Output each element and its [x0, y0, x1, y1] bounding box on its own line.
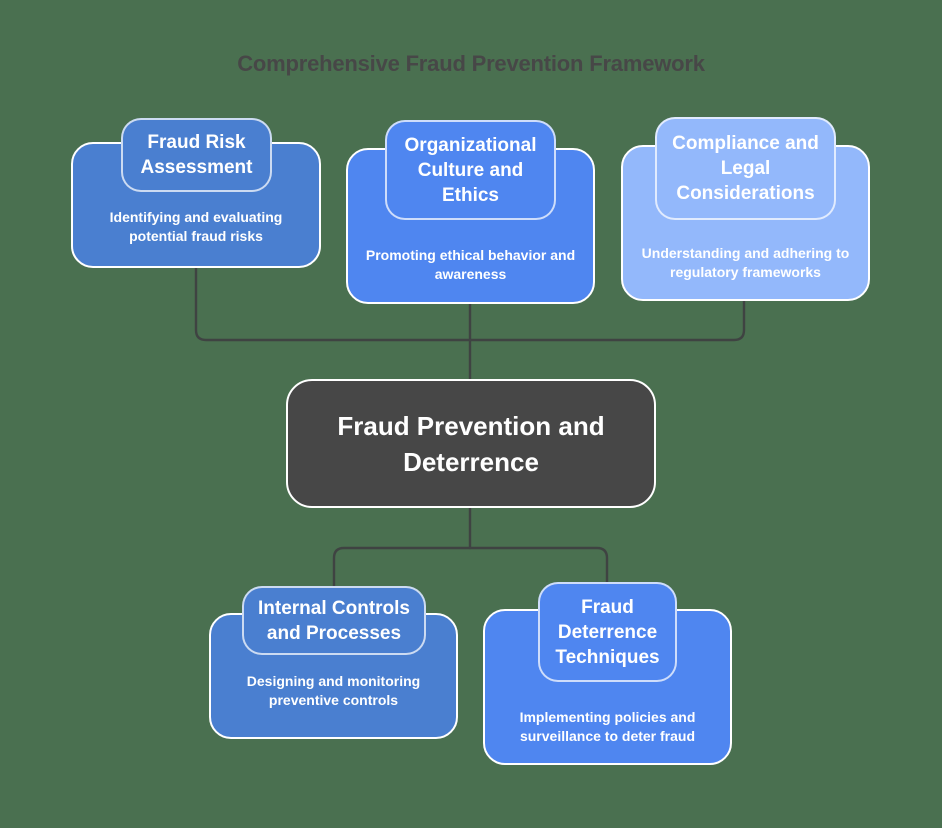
node-description-fraud-risk-assessment: Identifying and evaluating potential fra…	[109, 209, 283, 244]
node-description-internal-controls-and-processes: Designing and monitoring preventive cont…	[246, 673, 421, 708]
center-node-fraud-prevention-and-deterrence[interactable]: Fraud Prevention and Deterrence	[286, 379, 656, 508]
node-header-compliance-and-legal-considerations[interactable]: Compliance and Legal Considerations	[655, 117, 836, 220]
node-description-compliance-and-legal-considerations: Understanding and adhering to regulatory…	[641, 245, 850, 280]
node-description-organizational-culture-and-ethics: Promoting ethical behavior and awareness	[365, 247, 576, 282]
connector-top-right	[468, 299, 746, 342]
node-header-fraud-deterrence-techniques[interactable]: Fraud Deterrence Techniques	[538, 582, 677, 682]
page-title: Comprehensive Fraud Prevention Framework	[237, 51, 705, 76]
node-card-fraud-risk-assessment[interactable]	[71, 142, 321, 268]
node-description-fraud-deterrence-techniques: Implementing policies and surveillance t…	[519, 709, 696, 744]
node-header-organizational-culture-and-ethics[interactable]: Organizational Culture and Ethics	[385, 120, 556, 220]
node-header-fraud-risk-assessment[interactable]: Fraud Risk Assessment	[121, 118, 272, 192]
connector-bottom-left	[332, 546, 472, 592]
node-header-internal-controls-and-processes[interactable]: Internal Controls and Processes	[242, 586, 426, 655]
